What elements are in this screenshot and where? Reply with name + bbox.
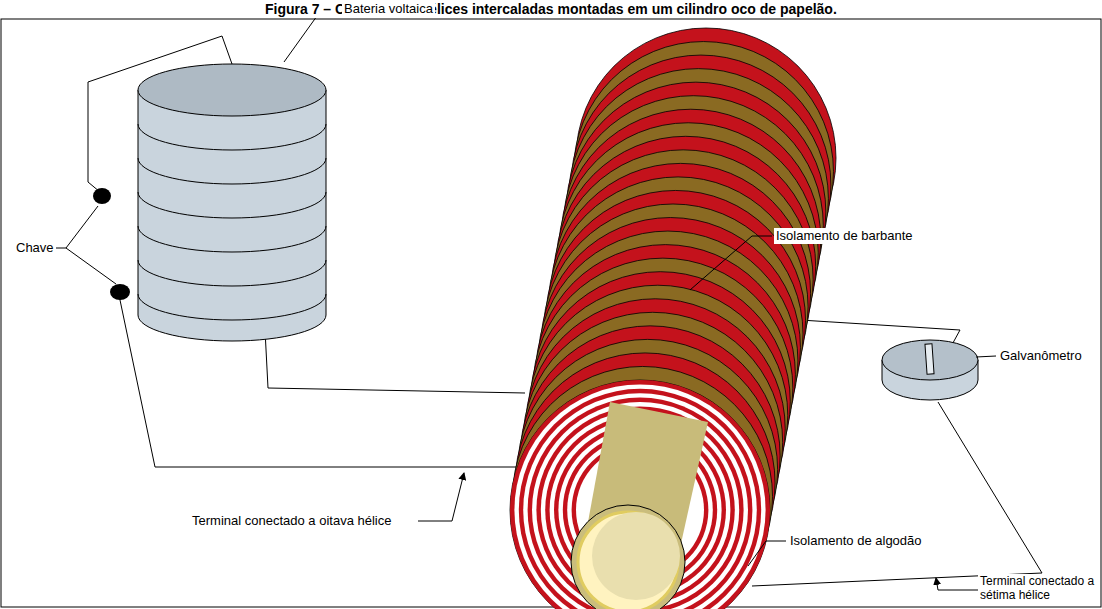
- face-ring: [532, 402, 748, 609]
- part-label: Terminal conectado a sétima hélice: [978, 574, 1098, 603]
- cell-band: [138, 260, 326, 286]
- galvanometer: [882, 340, 978, 400]
- figure-frame: [1, 19, 1101, 607]
- face-ring: [514, 384, 765, 609]
- part-label: Chave: [14, 240, 56, 256]
- cell-band: [138, 294, 326, 320]
- cell-band: [138, 124, 326, 150]
- cell-band: [138, 192, 326, 218]
- tube-rim: [571, 505, 685, 609]
- face-ring: [528, 398, 753, 609]
- winding: [513, 366, 773, 609]
- tube-inside: [592, 512, 680, 600]
- face-ring: [510, 380, 770, 609]
- part-label: Bateria voltaica: [342, 1, 435, 17]
- leader-lines: [48, 9, 996, 590]
- helix-coil: [510, 28, 836, 609]
- part-label: Terminal conectado a oitava hélice: [190, 513, 393, 529]
- switch-contact: [93, 188, 111, 204]
- cell-band: [138, 158, 326, 184]
- part-label: Galvanômetro: [998, 348, 1084, 364]
- face-ring: [523, 393, 757, 609]
- face-ring: [519, 389, 761, 609]
- tube-body: [588, 402, 708, 602]
- part-label: Isolamento de algodão: [788, 533, 924, 549]
- part-label: Isolamento de barbante: [774, 228, 915, 244]
- winding: [510, 380, 770, 609]
- voltaic-battery: [138, 64, 326, 341]
- cell-band: [138, 226, 326, 252]
- switch-contact: [110, 284, 130, 300]
